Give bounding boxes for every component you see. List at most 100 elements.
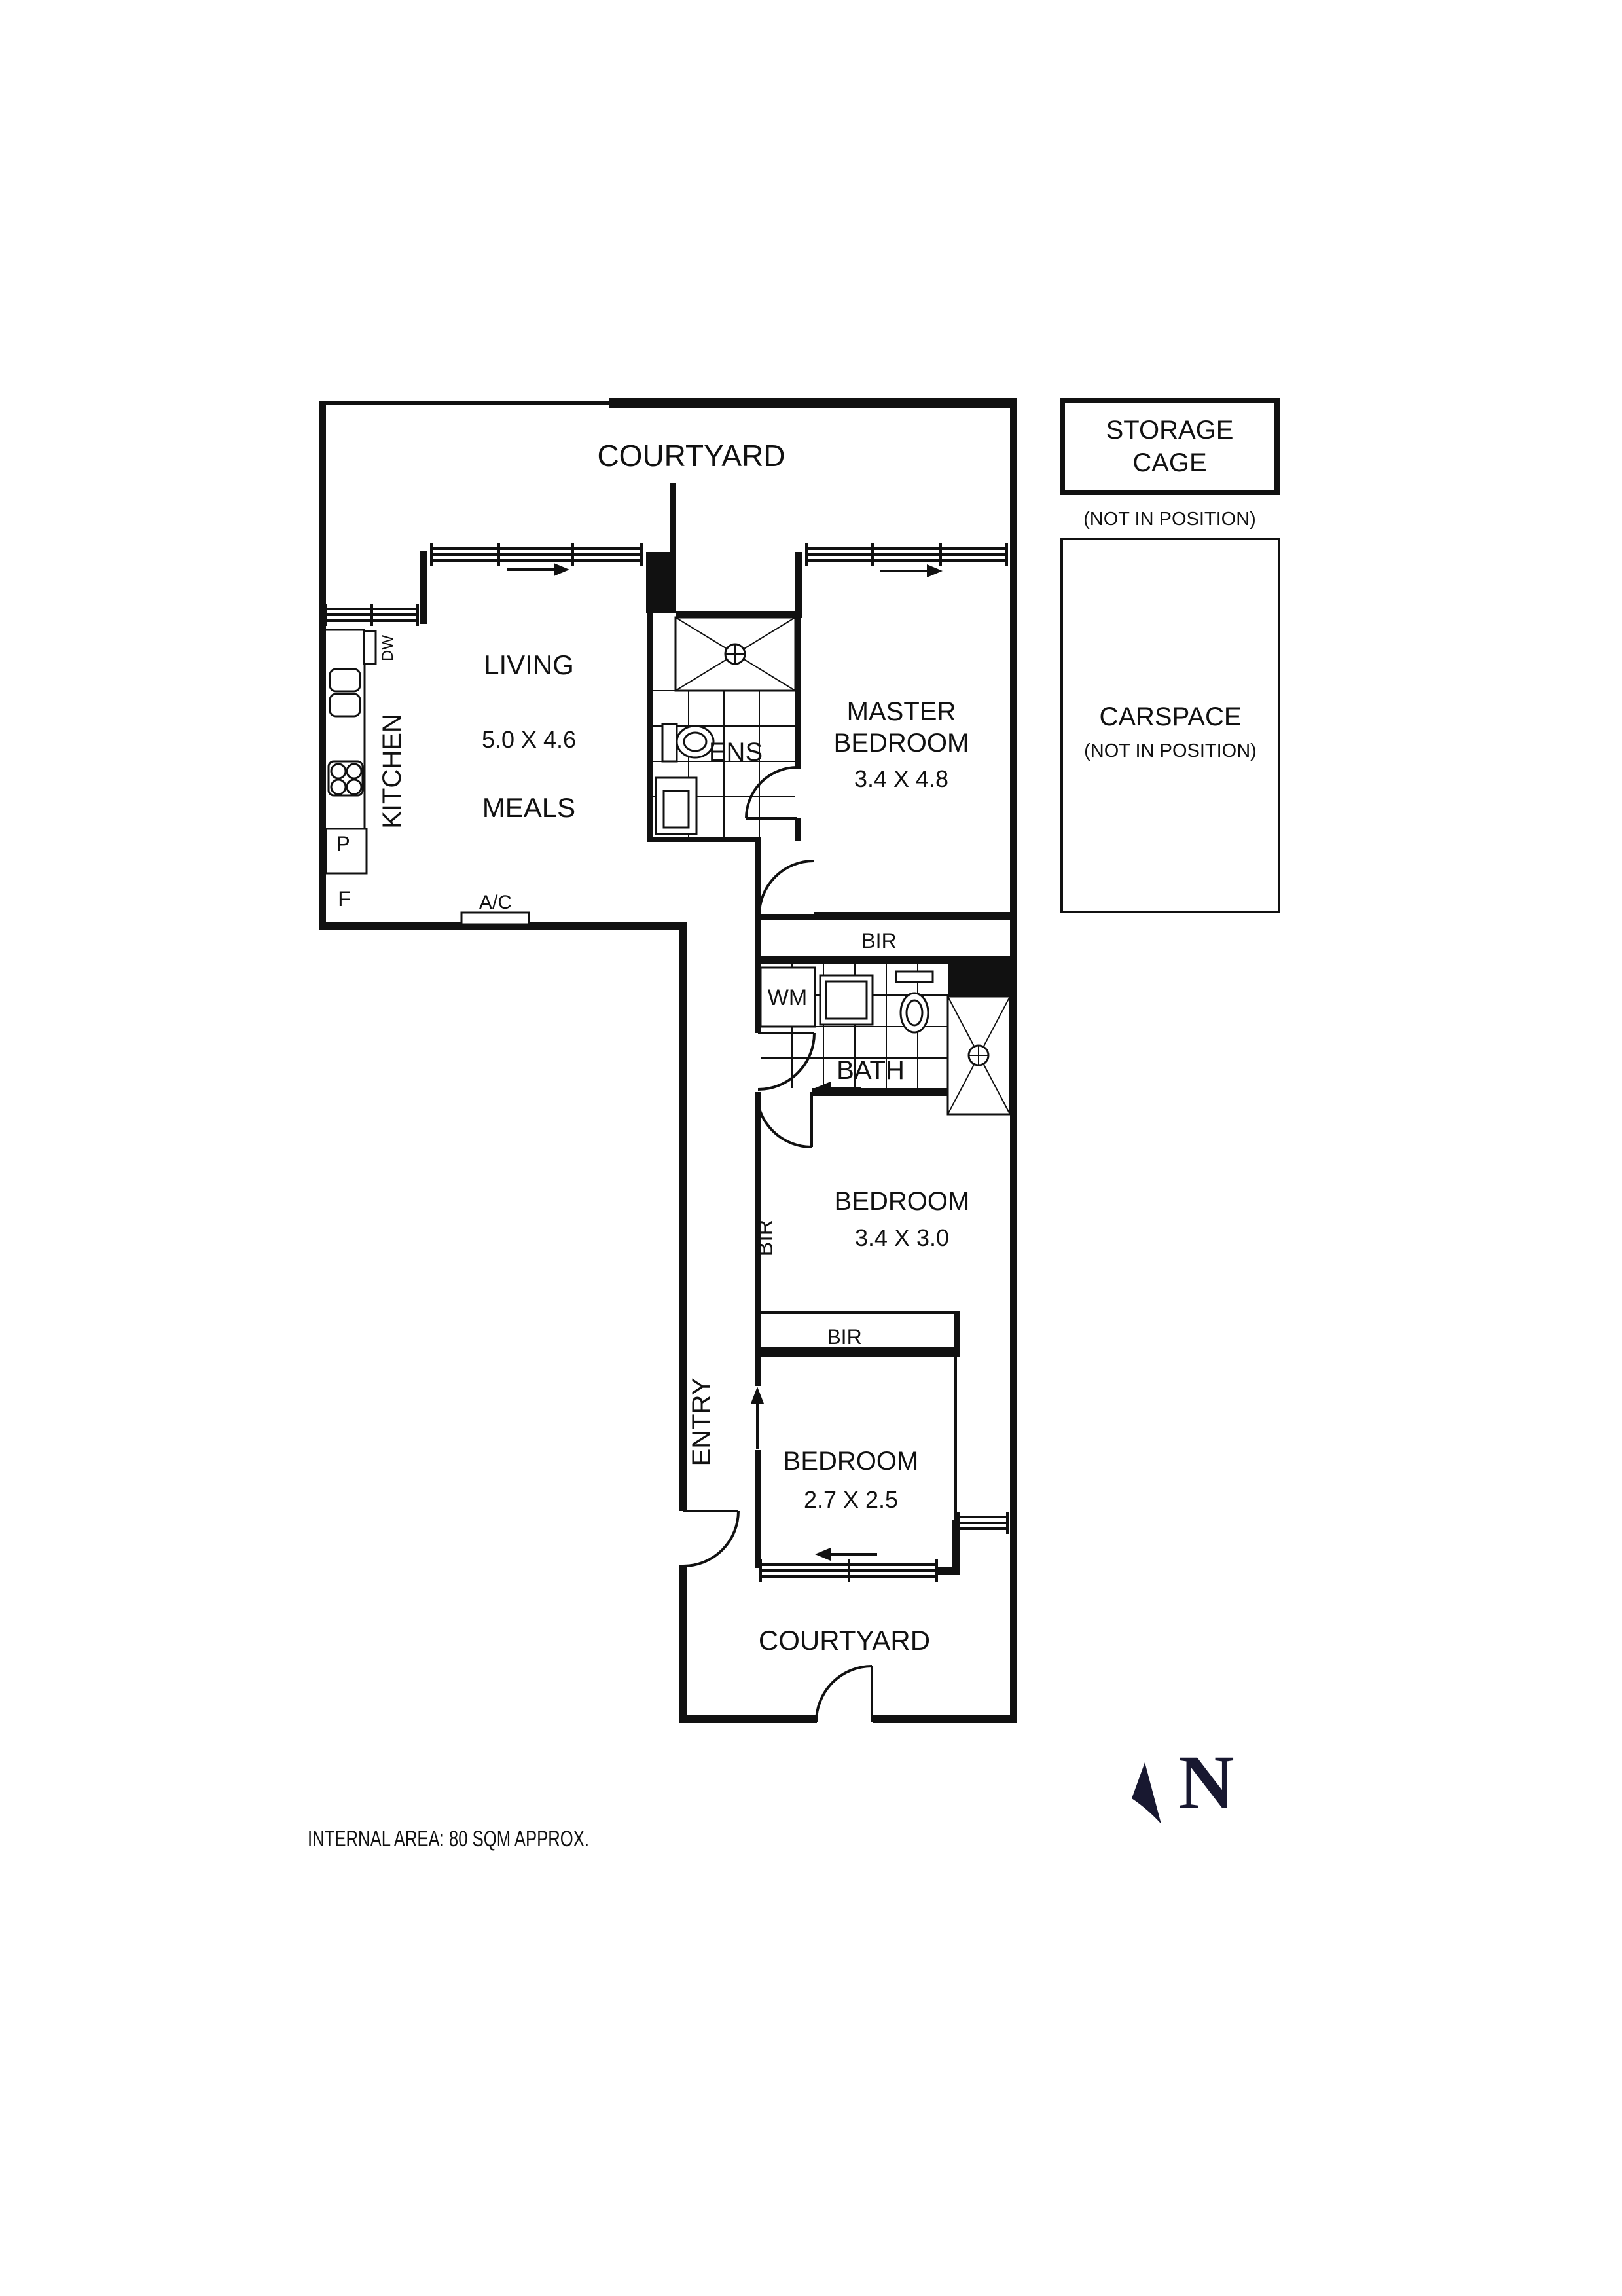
entry-door-icon xyxy=(683,1510,740,1567)
bath-vanity-icon xyxy=(819,974,874,1026)
pantry-box xyxy=(325,828,368,875)
fridge-label: F xyxy=(338,887,351,911)
compass-label: N xyxy=(1178,1740,1234,1825)
ensuite-door-icon xyxy=(745,766,798,820)
outer-walls xyxy=(319,398,1017,1723)
bedroom2-window xyxy=(957,1512,1009,1534)
kitchen-bench-edge xyxy=(325,629,366,829)
pantry-label: P xyxy=(336,832,350,856)
master-bedroom-dims: 3.4 X 4.8 xyxy=(854,765,948,792)
bedroom3-east-thin-wall xyxy=(954,1357,957,1520)
courtyard-fin-wall xyxy=(670,483,676,555)
bir-band-right-pier xyxy=(954,1311,960,1347)
entry-label: ENTRY xyxy=(687,1378,716,1467)
kitchen-fixtures xyxy=(325,629,530,926)
storage-cage-note: (NOT IN POSITION) xyxy=(1083,509,1256,530)
ens-vanity-icon xyxy=(655,776,698,835)
storage-cage-label-line1: STORAGE xyxy=(1106,416,1234,445)
dishwasher-icon xyxy=(363,630,377,665)
courtyard-bottom-label: COURTYARD xyxy=(759,1625,930,1656)
bir-master-bottom-wall xyxy=(755,956,1010,964)
courtyard-bottom-wall-right xyxy=(873,1715,1010,1723)
bath-label: BATH xyxy=(837,1056,905,1085)
bath-bottom-wall xyxy=(812,1088,948,1096)
doors xyxy=(683,766,873,1722)
window-jog-wall xyxy=(952,1520,960,1573)
master-sliding-door xyxy=(805,543,1008,577)
master-door-icon xyxy=(758,860,814,917)
corridor-wall-mid xyxy=(755,1092,761,1347)
ensuite-fixtures xyxy=(653,616,797,837)
ens-toilet-icon xyxy=(661,723,715,763)
ens-east-wall-upper xyxy=(795,617,801,769)
ens-label: ENS xyxy=(709,738,763,767)
ens-shower-icon xyxy=(674,616,797,692)
master-slider-pier xyxy=(795,552,802,617)
bath-toilet-icon xyxy=(895,970,934,1034)
meals-label: MEALS xyxy=(482,792,575,823)
bir-band-top-line xyxy=(761,1311,954,1314)
ens-bottom-wall xyxy=(647,837,761,842)
bedroom3-dims: 2.7 X 2.5 xyxy=(804,1486,898,1513)
bedroom2-door-icon xyxy=(755,1091,813,1148)
bedroom3-west-wall-upper xyxy=(755,1357,761,1386)
master-bedroom-label-line2: BEDROOM xyxy=(834,729,969,757)
internal-area-note: INTERNAL AREA: 80 SQM APPROX. xyxy=(308,1827,589,1851)
courtyard-front-walls xyxy=(420,483,802,624)
wm-label: WM xyxy=(768,985,807,1010)
living-sliding-door xyxy=(430,543,643,576)
right-wall xyxy=(1010,398,1017,1723)
bedroom2-dims: 3.4 X 3.0 xyxy=(855,1224,949,1251)
carspace-box xyxy=(1060,538,1280,913)
master-bedroom-label-line1: MASTER xyxy=(847,697,956,726)
carspace-note: (NOT IN POSITION) xyxy=(1084,740,1257,761)
kitchen-label: KITCHEN xyxy=(378,714,406,829)
kitchen-sink-icon xyxy=(329,668,361,718)
living-slide-arrow-icon xyxy=(554,563,569,576)
bath-west-wall xyxy=(755,964,761,1033)
bath-black-wall-segment xyxy=(948,964,1010,996)
ac-unit-icon xyxy=(460,911,530,926)
master-slide-arrow-icon xyxy=(927,564,943,577)
north-arrow-icon xyxy=(1132,1762,1161,1824)
courtyard-bottom-wall-left xyxy=(679,1715,817,1723)
kitchen-window xyxy=(324,604,419,626)
courtyard-top-label: COURTYARD xyxy=(597,439,785,473)
living-dims: 5.0 X 4.6 xyxy=(482,726,576,753)
room-labels: COURTYARD STORAGE CAGE (NOT IN POSITION)… xyxy=(336,416,1257,1656)
bir-master-label: BIR xyxy=(861,929,896,953)
corridor-outer-wall xyxy=(679,922,687,1511)
ens-east-wall-lower xyxy=(795,818,801,841)
entry-arrow-icon xyxy=(751,1387,764,1449)
courtyard-left-wall xyxy=(679,1565,687,1723)
north-compass: N xyxy=(1132,1740,1235,1825)
dishwasher-label: DW xyxy=(379,635,397,661)
bath-shower-icon xyxy=(946,995,1011,1116)
bedroom3-bottom-stub xyxy=(938,1567,960,1575)
bath-door-icon xyxy=(757,1032,816,1091)
courtyard-gate-icon xyxy=(815,1665,873,1722)
ac-label: A/C xyxy=(479,892,512,913)
bedroom3-slide-arrow-icon xyxy=(815,1548,831,1561)
cooktop-icon xyxy=(327,760,364,797)
front-wall-jog xyxy=(420,551,427,624)
bedroom3-label: BEDROOM xyxy=(784,1447,919,1476)
corridor-wall-upper xyxy=(755,839,761,964)
top-boundary-wall-thick xyxy=(609,398,1017,408)
bath-fixtures xyxy=(759,964,1011,1116)
bedroom2-label: BEDROOM xyxy=(835,1187,970,1216)
bir-master-top-line xyxy=(761,917,1010,920)
storage-cage-box xyxy=(1060,398,1280,495)
interior-walls xyxy=(755,839,1010,1575)
living-bottom-wall xyxy=(319,922,687,930)
bedroom3-west-wall-lower xyxy=(755,1450,761,1568)
bir-bedroom3-label: BIR xyxy=(827,1325,861,1349)
ens-top-wall xyxy=(676,611,802,618)
bedroom3-sliding-door xyxy=(759,1548,938,1582)
carspace-label: CARSPACE xyxy=(1099,702,1241,731)
bath-arrow-icon xyxy=(815,1082,831,1095)
front-wall-black-pier xyxy=(646,552,676,613)
living-label: LIVING xyxy=(484,649,574,680)
bir-band-bottom-wall xyxy=(755,1347,960,1357)
